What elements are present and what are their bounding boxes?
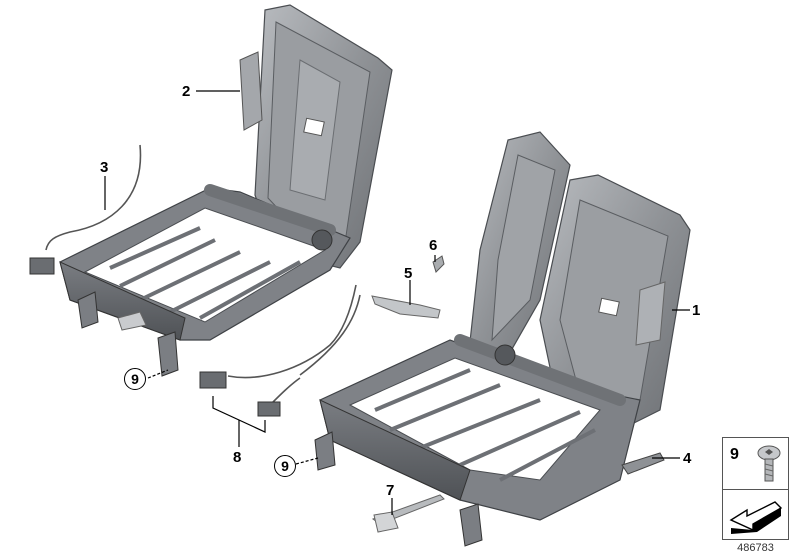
part-5-trim [371, 295, 441, 319]
legend-screw-cell: 9 [723, 438, 788, 490]
arrow-icon [729, 501, 783, 534]
callout-5[interactable]: 5 [404, 265, 413, 282]
callout-3[interactable]: 3 [100, 159, 109, 176]
screw-icon [757, 445, 781, 482]
part-3-cable [29, 144, 142, 275]
legend-item-number: 9 [730, 446, 739, 463]
right-seat-frame [314, 131, 691, 547]
callout-9-left[interactable]: 9 [124, 368, 146, 390]
part-4-lever [621, 452, 665, 475]
callout-1[interactable]: 1 [692, 302, 701, 319]
callout-9-right[interactable]: 9 [274, 455, 296, 477]
callout-6[interactable]: 6 [429, 237, 438, 254]
legend-box: 9 [722, 437, 789, 540]
callout-7[interactable]: 7 [386, 482, 395, 499]
callout-2[interactable]: 2 [182, 83, 191, 100]
part-7-handle [373, 511, 399, 533]
part-8-cable-set [199, 284, 361, 417]
leader-lines [104, 90, 690, 515]
callout-8[interactable]: 8 [233, 449, 242, 466]
left-seat-frame [59, 4, 393, 377]
part-6-pin [432, 255, 445, 273]
callout-4[interactable]: 4 [683, 450, 692, 467]
image-number: 486783 [737, 542, 774, 554]
